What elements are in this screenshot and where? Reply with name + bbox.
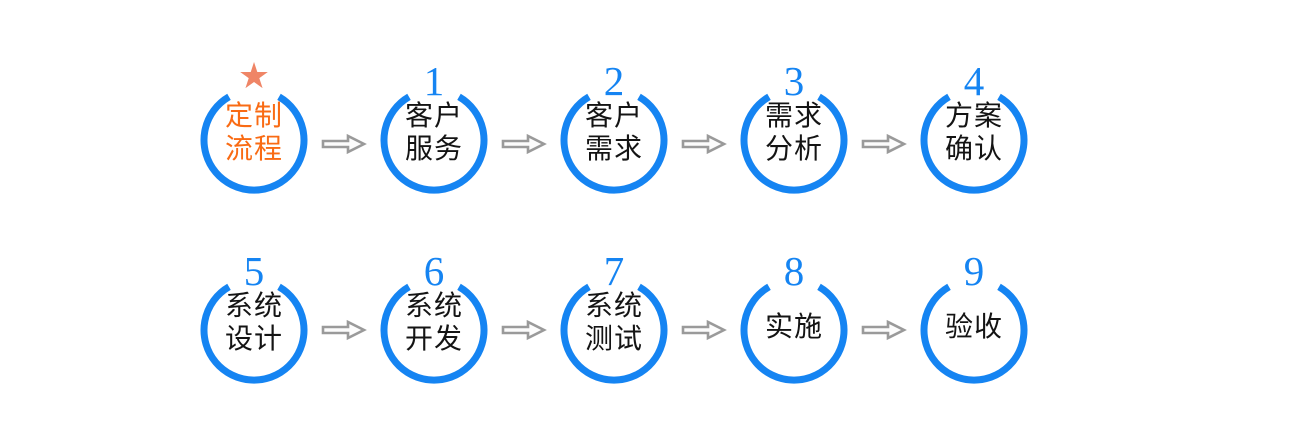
step-label-line: 客户 xyxy=(404,101,463,132)
step-circle xyxy=(200,283,308,384)
step-label-line: 需求 xyxy=(584,134,643,165)
step-number: 3 xyxy=(783,58,805,104)
step-number: 7 xyxy=(603,248,625,294)
arrow-right-icon xyxy=(681,319,727,341)
step-label: 定制流程 xyxy=(194,80,314,200)
flow-step: ★定制流程 xyxy=(194,55,314,215)
step-label-line: 系统 xyxy=(404,291,463,322)
step-number: 1 xyxy=(423,58,445,104)
step-label-line: 方案 xyxy=(944,101,1003,132)
step-label-line: 服务 xyxy=(404,134,463,165)
arrow-right-icon xyxy=(861,319,907,341)
arrow-right-icon xyxy=(321,133,367,155)
step-label-line: 系统 xyxy=(224,291,283,322)
arrow-right-icon xyxy=(501,133,547,155)
step-label-line: 确认 xyxy=(944,134,1003,165)
step-circle xyxy=(920,283,1028,384)
step-label: 需求分析 xyxy=(734,80,854,200)
step-label-line: 系统 xyxy=(584,291,643,322)
step-label: 系统测试 xyxy=(554,270,674,390)
flow-step: 9 验收 xyxy=(914,245,1034,405)
step-label-line: 流程 xyxy=(224,134,283,165)
step-label-line: 开发 xyxy=(404,324,463,355)
step-number: 5 xyxy=(243,248,265,294)
step-label: 验收 xyxy=(914,270,1034,390)
step-label-line: 设计 xyxy=(224,324,283,355)
step-circle xyxy=(380,283,488,384)
step-circle xyxy=(560,93,668,194)
step-label-line: 测试 xyxy=(584,324,643,355)
arrow-right-icon xyxy=(501,319,547,341)
step-number: 9 xyxy=(963,248,985,294)
star-icon: ★ xyxy=(237,56,271,96)
step-label: 系统设计 xyxy=(194,270,314,390)
step-label: 客户服务 xyxy=(374,80,494,200)
step-circle xyxy=(560,283,668,384)
step-circle xyxy=(920,93,1028,194)
step-circle xyxy=(740,93,848,194)
step-label-line: 分析 xyxy=(764,134,823,165)
step-label-line: 验收 xyxy=(944,311,1003,343)
step-label: 实施 xyxy=(734,270,854,390)
step-circle xyxy=(740,283,848,384)
step-circle xyxy=(200,93,308,194)
step-number: 4 xyxy=(963,58,985,104)
step-circle xyxy=(380,93,488,194)
step-label-line: 实施 xyxy=(764,311,823,343)
flow-step: 8 实施 xyxy=(734,245,854,405)
step-number: 8 xyxy=(783,248,805,294)
step-label: 系统开发 xyxy=(374,270,494,390)
arrow-right-icon xyxy=(681,133,727,155)
step-label-line: 需求 xyxy=(764,101,823,132)
step-label: 客户需求 xyxy=(554,80,674,200)
step-number: 6 xyxy=(423,248,445,294)
step-number: 2 xyxy=(603,58,625,104)
step-label-line: 客户 xyxy=(584,101,643,132)
arrow-right-icon xyxy=(321,319,367,341)
step-label-line: 定制 xyxy=(224,101,283,132)
arrow-right-icon xyxy=(861,133,907,155)
step-label: 方案确认 xyxy=(914,80,1034,200)
